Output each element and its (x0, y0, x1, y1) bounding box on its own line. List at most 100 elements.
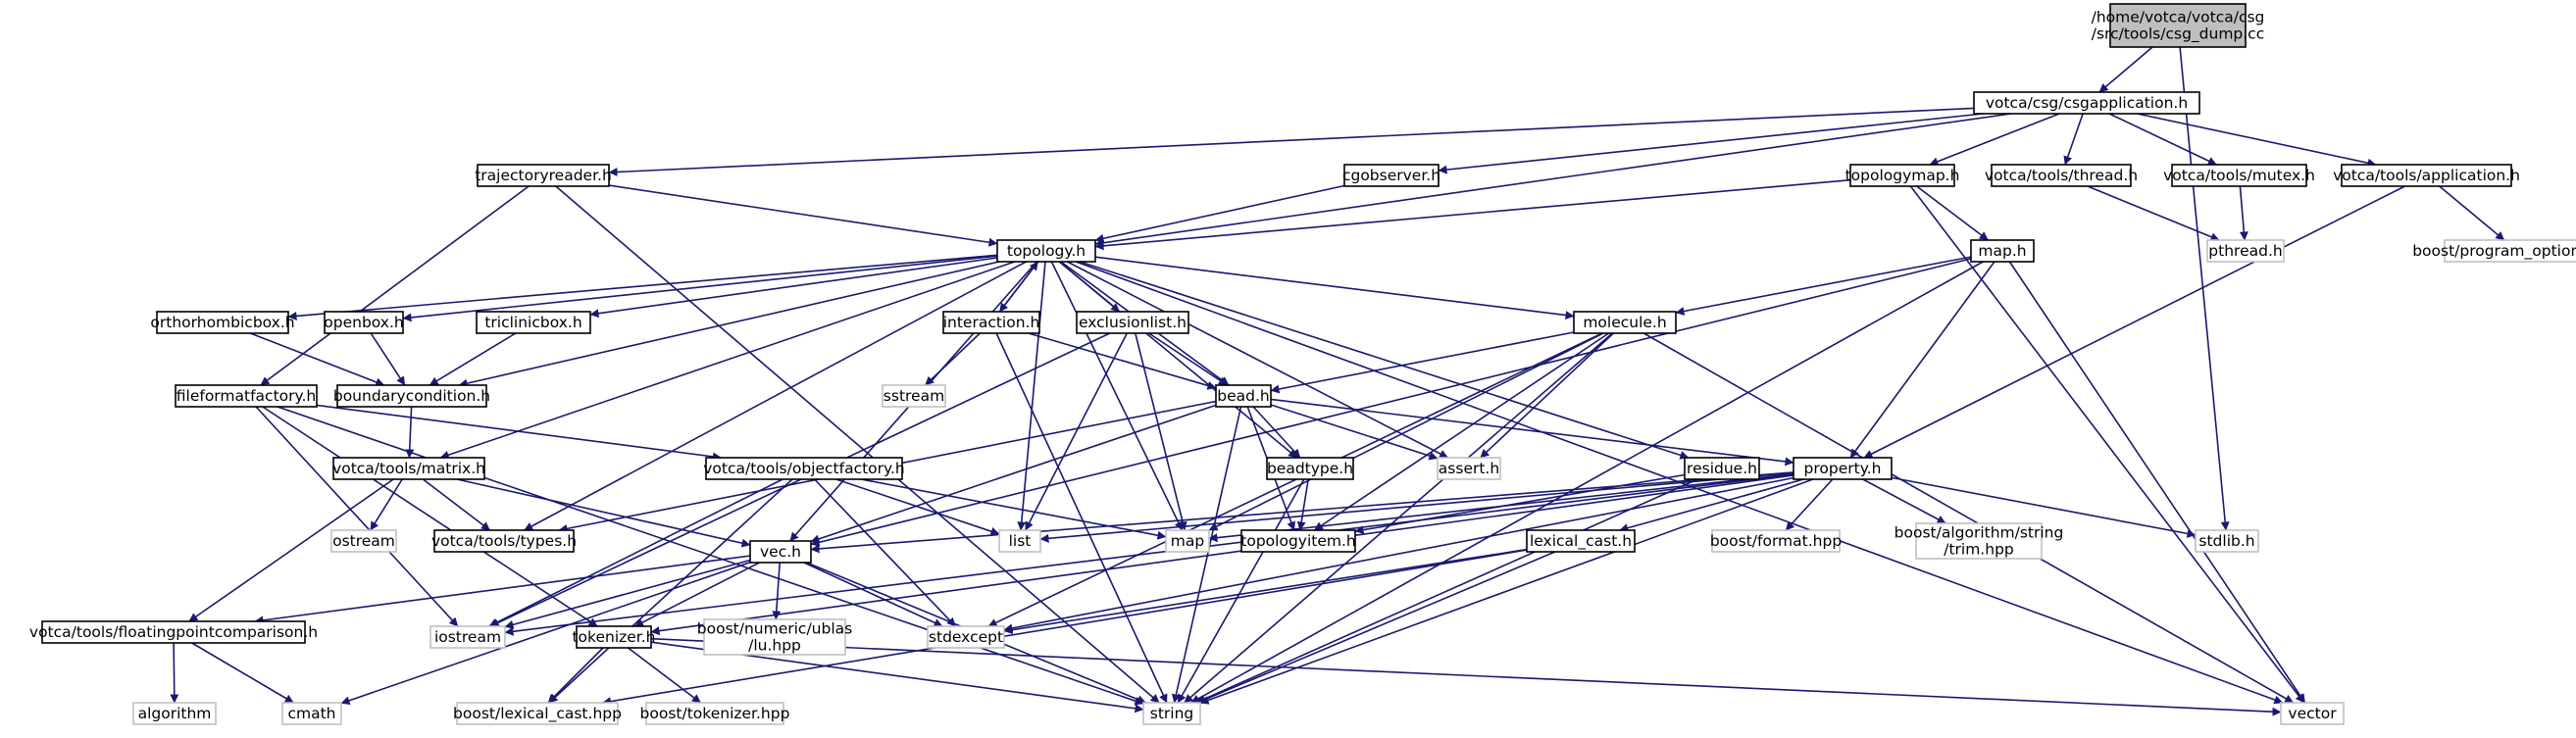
edge-trajectoryreader-to-string (555, 185, 1160, 704)
edge-property-to-mapStd (1208, 472, 1794, 543)
node-tokenizerH[interactable]: tokenizer.h (572, 625, 656, 649)
node-topologyitem[interactable]: topologyitem.h (1240, 529, 1356, 553)
node-exclusionlist[interactable]: exclusionlist.h (1076, 311, 1189, 334)
edge-property-to-stdlib (1891, 476, 2197, 538)
node-mapH[interactable]: map.h (1970, 239, 2035, 263)
edge-csgapplication-to-thread (2063, 113, 2084, 166)
node-box-list (998, 529, 1041, 553)
node-floatingpoint[interactable]: votca/tools/floatingpointcomparison.h (29, 620, 318, 644)
node-label-cgobserver: cgobserver.h (1342, 167, 1440, 184)
node-label-residue: residue.h (1687, 460, 1757, 477)
edge-molecule-to-bead (1270, 331, 1575, 394)
edge-root-to-csgapplication (2098, 46, 2153, 93)
node-vec[interactable]: vec.h (749, 540, 812, 564)
node-label-triclinicbox: triclinicbox.h (484, 314, 581, 331)
node-bead[interactable]: bead.h (1215, 384, 1272, 408)
edge-property-to-string (1199, 478, 1814, 705)
edge-objectfactory-to-list (835, 478, 1000, 536)
node-box-exclusionlist (1076, 311, 1189, 334)
edge-topology-to-boundarycondition (458, 261, 1000, 388)
node-openbox[interactable]: openbox.h (324, 311, 404, 334)
node-application[interactable]: votca/tools/application.h (2333, 164, 2520, 187)
node-box-topologymap (1849, 164, 1955, 187)
node-orthorhombicbox[interactable]: orthorhombicbox.h (150, 311, 295, 334)
edge-mapH-to-property (1849, 261, 1995, 459)
node-box-thread (1991, 164, 2132, 187)
node-box-trajectoryreader (477, 164, 610, 187)
node-label-vec: vec.h (760, 543, 801, 561)
edge-topology-to-list (1017, 261, 1046, 531)
node-objectfactory[interactable]: votca/tools/objectfactory.h (703, 457, 905, 480)
edge-boundarycondition-to-matrix (405, 406, 415, 459)
node-pthread: pthread.h (2206, 239, 2285, 263)
node-label-floatingpoint: votca/tools/floatingpointcomparison.h (29, 623, 318, 641)
edge-vec-to-iostream (504, 559, 751, 629)
edge-topologymap-to-topology (1094, 178, 1851, 251)
node-molecule[interactable]: molecule.h (1573, 311, 1677, 334)
edge-fileformatfactory-to-iostream (255, 406, 459, 627)
edge-root-to-stdlib (2179, 46, 2230, 531)
node-box-sstream (882, 384, 946, 408)
node-mutex[interactable]: votca/tools/mutex.h (2163, 164, 2315, 187)
node-box-root (2109, 3, 2247, 48)
node-topology[interactable]: topology.h (996, 239, 1096, 263)
node-box-iostream (429, 625, 506, 649)
edge-matrix-to-floatingpoint (188, 478, 394, 622)
node-csgapplication[interactable]: votca/csg/csgapplication.h (1973, 91, 2200, 115)
edge-topology-to-orthorhombicbox (287, 254, 998, 320)
edge-bead-to-vec (810, 404, 1217, 544)
node-box-cmath (281, 702, 342, 725)
node-box-property (1793, 457, 1893, 480)
node-label-cmath: cmath (287, 705, 335, 722)
node-box-application (2341, 164, 2512, 187)
edge-mutex-to-pthread (2239, 185, 2248, 241)
node-box-assert (1437, 457, 1501, 480)
node-label-stdlib: stdlib.h (2198, 532, 2254, 550)
node-box-ublaslu (703, 618, 846, 656)
node-cgobserver[interactable]: cgobserver.h (1342, 164, 1440, 187)
edge-matrix-to-types (422, 478, 491, 531)
edge-tokenizerH-to-vector (650, 637, 2282, 716)
node-box-vec (749, 540, 812, 564)
node-property[interactable]: property.h (1793, 457, 1893, 480)
node-label-boostlexicalcast: boost/lexical_cast.hpp (453, 705, 622, 723)
node-stdlib: stdlib.h (2195, 529, 2259, 553)
edge-vec-to-ublaslu (772, 562, 782, 620)
node-label-objectfactory: votca/tools/objectfactory.h (703, 460, 905, 477)
edge-thread-to-pthread (2087, 185, 2220, 241)
node-label-stdexcept: stdexcept (929, 628, 1003, 646)
node-matrix[interactable]: votca/tools/matrix.h (332, 457, 485, 480)
node-box-topology (996, 239, 1096, 263)
node-label-mutex: votca/tools/mutex.h (2163, 167, 2315, 184)
edge-bead-to-beadtype (1252, 406, 1301, 459)
edge-topology-to-mapStd (1050, 261, 1184, 531)
node-triclinicbox[interactable]: triclinicbox.h (476, 311, 591, 334)
edge-bead-to-assert (1270, 404, 1439, 461)
node-thread[interactable]: votca/tools/thread.h (1985, 164, 2138, 187)
edge-trajectoryreader-to-topology (608, 184, 998, 247)
node-residue[interactable]: residue.h (1684, 457, 1760, 480)
edge-csgapplication-to-mutex (2108, 113, 2217, 166)
node-assert: assert.h (1437, 457, 1501, 480)
node-fileformatfactory[interactable]: fileformatfactory.h (175, 384, 318, 408)
node-box-stdexcept (927, 625, 1005, 649)
node-lexicalcast[interactable]: lexical_cast.h (1526, 529, 1636, 553)
node-box-beadtype (1266, 457, 1354, 480)
node-topologymap[interactable]: topologymap.h (1845, 164, 1960, 187)
edge-bead-to-string (1171, 406, 1242, 704)
node-label-lexicalcast: lexical_cast.h (1530, 532, 1632, 551)
edge-csgapplication-to-topology (1094, 113, 2011, 248)
node-label-orthorhombicbox: orthorhombicbox.h (150, 314, 294, 331)
node-interaction[interactable]: interaction.h (942, 311, 1040, 334)
node-mapStd: map (1165, 529, 1210, 553)
node-beadtype[interactable]: beadtype.h (1266, 457, 1354, 480)
node-box-string (1142, 702, 1201, 725)
node-types[interactable]: votca/tools/types.h (431, 529, 577, 553)
edge-interaction-to-topology (998, 261, 1039, 313)
node-trajectoryreader[interactable]: trajectoryreader.h (475, 164, 612, 187)
edge-beadtype-to-topologyitem (1296, 478, 1309, 531)
edge-fileformatfactory-to-objectfactory (316, 404, 722, 462)
edge-property-to-iostream (504, 473, 1794, 636)
node-label-application: votca/tools/application.h (2333, 167, 2520, 184)
node-boundarycondition[interactable]: boundarycondition.h (333, 384, 490, 408)
